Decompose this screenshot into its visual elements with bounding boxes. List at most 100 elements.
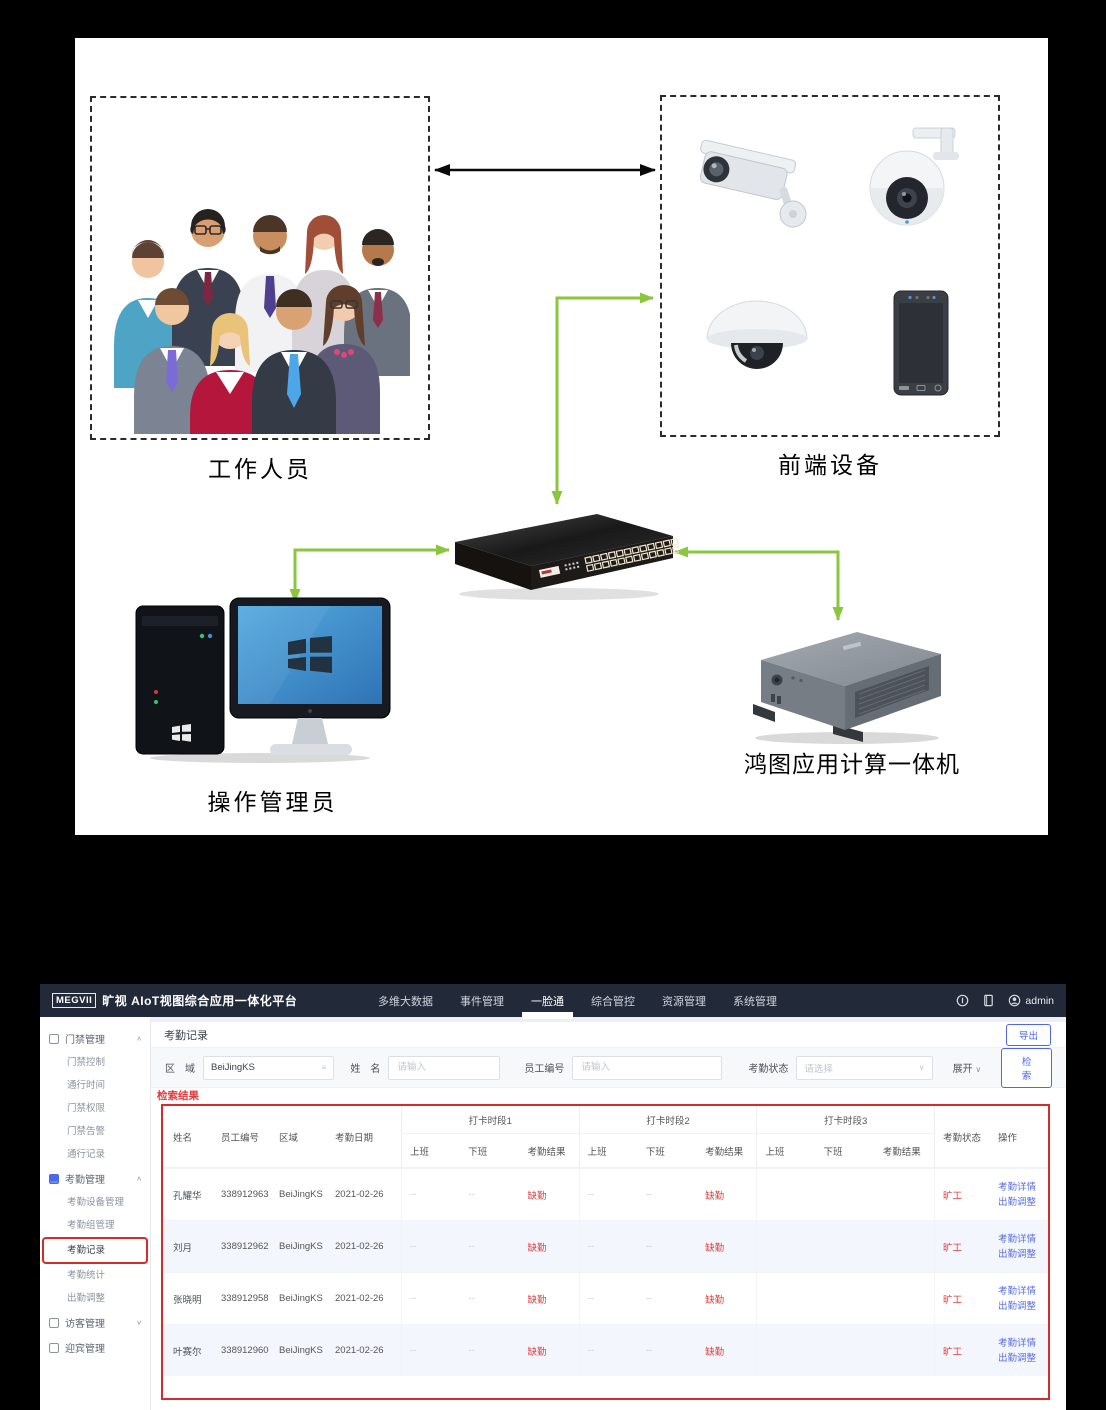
- adjust-link[interactable]: 出勤调整: [997, 1352, 1036, 1364]
- tab-big-data[interactable]: 多维大数据: [378, 995, 433, 1008]
- cell-period-value: --: [468, 1345, 475, 1356]
- sidebar-group-label: 门禁管理: [65, 1035, 105, 1046]
- export-button[interactable]: 导出: [1005, 1023, 1051, 1046]
- cell-period-value: --: [401, 1273, 460, 1324]
- chevron-up-icon: ∧: [136, 1174, 142, 1183]
- tab-event-mgmt[interactable]: 事件管理: [460, 995, 504, 1008]
- sidebar-item-pass-time[interactable]: 通行时间: [67, 1080, 106, 1091]
- network-switch: [455, 514, 679, 600]
- sub-col-header: 上班: [578, 1134, 638, 1168]
- cell-period-value: [756, 1273, 815, 1324]
- expand-link[interactable]: 展开 ∨: [952, 1064, 982, 1075]
- adjust-link[interactable]: 出勤调整: [997, 1248, 1036, 1260]
- col-header: 操作: [997, 1133, 1017, 1144]
- sub-col-header: 下班: [645, 1147, 665, 1158]
- cell-name: 叶赛尔: [173, 1346, 202, 1358]
- switch-appliance-arrow: [674, 546, 844, 621]
- adjust-link[interactable]: 出勤调整: [997, 1196, 1036, 1208]
- region-value: BeiJingKS: [211, 1062, 255, 1073]
- cell-date: 2021-02-26: [335, 1345, 384, 1356]
- cell-period-value: --: [468, 1293, 475, 1304]
- sidebar-item-attendance-records[interactable]: 考勤记录: [44, 1239, 146, 1262]
- info-icon[interactable]: [956, 994, 969, 1007]
- cell-period-value: 缺勤: [705, 1294, 725, 1306]
- sidebar-item-pass-records[interactable]: 通行记录: [67, 1149, 106, 1160]
- tab-face-pass[interactable]: 一脸通: [522, 993, 573, 1019]
- cell-actions: 考勤详情出勤调整: [990, 1181, 1048, 1209]
- operator-pc: [135, 597, 391, 763]
- cell-employee-id: 338912962: [221, 1241, 269, 1252]
- attendance-detail-link[interactable]: 考勤详情: [997, 1181, 1036, 1193]
- cell-actions: 考勤详情出勤调整: [990, 1337, 1048, 1365]
- cell-name: 张晓明: [173, 1294, 202, 1306]
- page-title: 考勤记录: [164, 1029, 208, 1042]
- status-select[interactable]: 请选择 ∨: [796, 1055, 933, 1080]
- sidebar-item-access-control[interactable]: 门禁控制: [67, 1057, 106, 1068]
- cell-period-value: --: [468, 1189, 475, 1200]
- cell-period-value: --: [645, 1241, 653, 1252]
- attendance-detail-link[interactable]: 考勤详情: [997, 1285, 1036, 1297]
- cell-period-value: [756, 1169, 815, 1220]
- tab-resource-mgmt[interactable]: 资源管理: [662, 995, 706, 1008]
- sidebar-item-access-alarm[interactable]: 门禁告警: [67, 1126, 106, 1137]
- name-input[interactable]: [388, 1055, 501, 1080]
- tab-system-mgmt[interactable]: 系统管理: [733, 995, 777, 1008]
- employee-id-input[interactable]: [572, 1055, 723, 1080]
- sidebar-item-access-permission[interactable]: 门禁权限: [67, 1103, 106, 1114]
- cell-period-value: --: [578, 1221, 638, 1272]
- name-label: 姓 名: [350, 1064, 381, 1075]
- frontend-devices-box: [660, 95, 1000, 437]
- sidebar-item-attendance-statistics[interactable]: 考勤统计: [67, 1270, 106, 1281]
- user-icon: [1009, 994, 1021, 1007]
- chevron-up-icon: ∧: [136, 1034, 142, 1043]
- cell-period-value: --: [578, 1273, 638, 1324]
- status-placeholder: 请选择: [804, 1063, 833, 1075]
- cell-period-value: 缺勤: [705, 1242, 725, 1254]
- sub-col-header: 下班: [468, 1147, 488, 1158]
- expand-chevron-icon: ∨: [975, 1065, 982, 1074]
- period-group-header: 打卡时段1: [401, 1106, 579, 1134]
- sidebar-group-visitor-mgmt[interactable]: 访客管理∨: [40, 1310, 150, 1335]
- search-results-label: 检索结果: [157, 1090, 199, 1102]
- attendance-icon: [49, 1173, 59, 1184]
- tab-integrated-control[interactable]: 综合管控: [591, 995, 635, 1008]
- attendance-detail-link[interactable]: 考勤详情: [997, 1233, 1036, 1245]
- content-card: 考勤记录 导出 区 域 BeiJingKS ≡ 姓 名 员工编号 考勤状态: [150, 1022, 1066, 1410]
- navbar-right: admin: [956, 984, 1054, 1017]
- status-label: 考勤状态: [748, 1064, 789, 1075]
- region-select[interactable]: BeiJingKS ≡: [203, 1055, 335, 1080]
- cell-period-value: --: [578, 1325, 638, 1376]
- sidebar-item-attendance-adjust[interactable]: 出勤调整: [67, 1293, 106, 1304]
- page-header: 考勤记录 导出: [151, 1022, 1066, 1048]
- adjust-link[interactable]: 出勤调整: [997, 1300, 1036, 1312]
- col-header: 考勤状态: [933, 1106, 990, 1168]
- region-label: 区 域: [165, 1064, 195, 1075]
- brand-title: 旷视 AIoT视图综合应用一体化平台: [102, 994, 298, 1008]
- sidebar-item-attendance-device-mgmt[interactable]: 考勤设备管理: [67, 1197, 125, 1208]
- cell-period-value: --: [645, 1293, 653, 1304]
- col-header: 姓名: [173, 1133, 193, 1144]
- sidebar-group-access-mgmt[interactable]: 门禁管理 ∧: [40, 1026, 150, 1051]
- region-select-icon: ≡: [321, 1063, 327, 1072]
- sidebar-group-welcome-mgmt[interactable]: 迎宾管理: [40, 1335, 150, 1360]
- frontend-label: 前端设备: [778, 453, 882, 478]
- cell-period-value: 缺勤: [527, 1346, 547, 1358]
- sidebar-item-attendance-group-mgmt[interactable]: 考勤组管理: [67, 1220, 115, 1231]
- cell-actions: 考勤详情出勤调整: [990, 1233, 1048, 1261]
- search-button[interactable]: 检索: [1001, 1047, 1052, 1088]
- sidebar-group-attendance-mgmt[interactable]: 考勤管理∧: [40, 1166, 150, 1191]
- cell-date: 2021-02-26: [335, 1293, 384, 1304]
- user-menu[interactable]: admin: [1008, 994, 1054, 1007]
- attendance-detail-link[interactable]: 考勤详情: [997, 1337, 1036, 1349]
- cell-region: BeiJingKS: [279, 1293, 323, 1304]
- appliance-label: 鸿图应用计算一体机: [744, 752, 960, 777]
- manual-icon[interactable]: [982, 994, 995, 1007]
- ptz-dome-camera: [869, 127, 959, 226]
- switch-frontend-arrow: [551, 292, 654, 505]
- brand: MEGVII 旷视 AIoT视图综合应用一体化平台: [40, 992, 297, 1009]
- cell-period-value: --: [645, 1345, 653, 1356]
